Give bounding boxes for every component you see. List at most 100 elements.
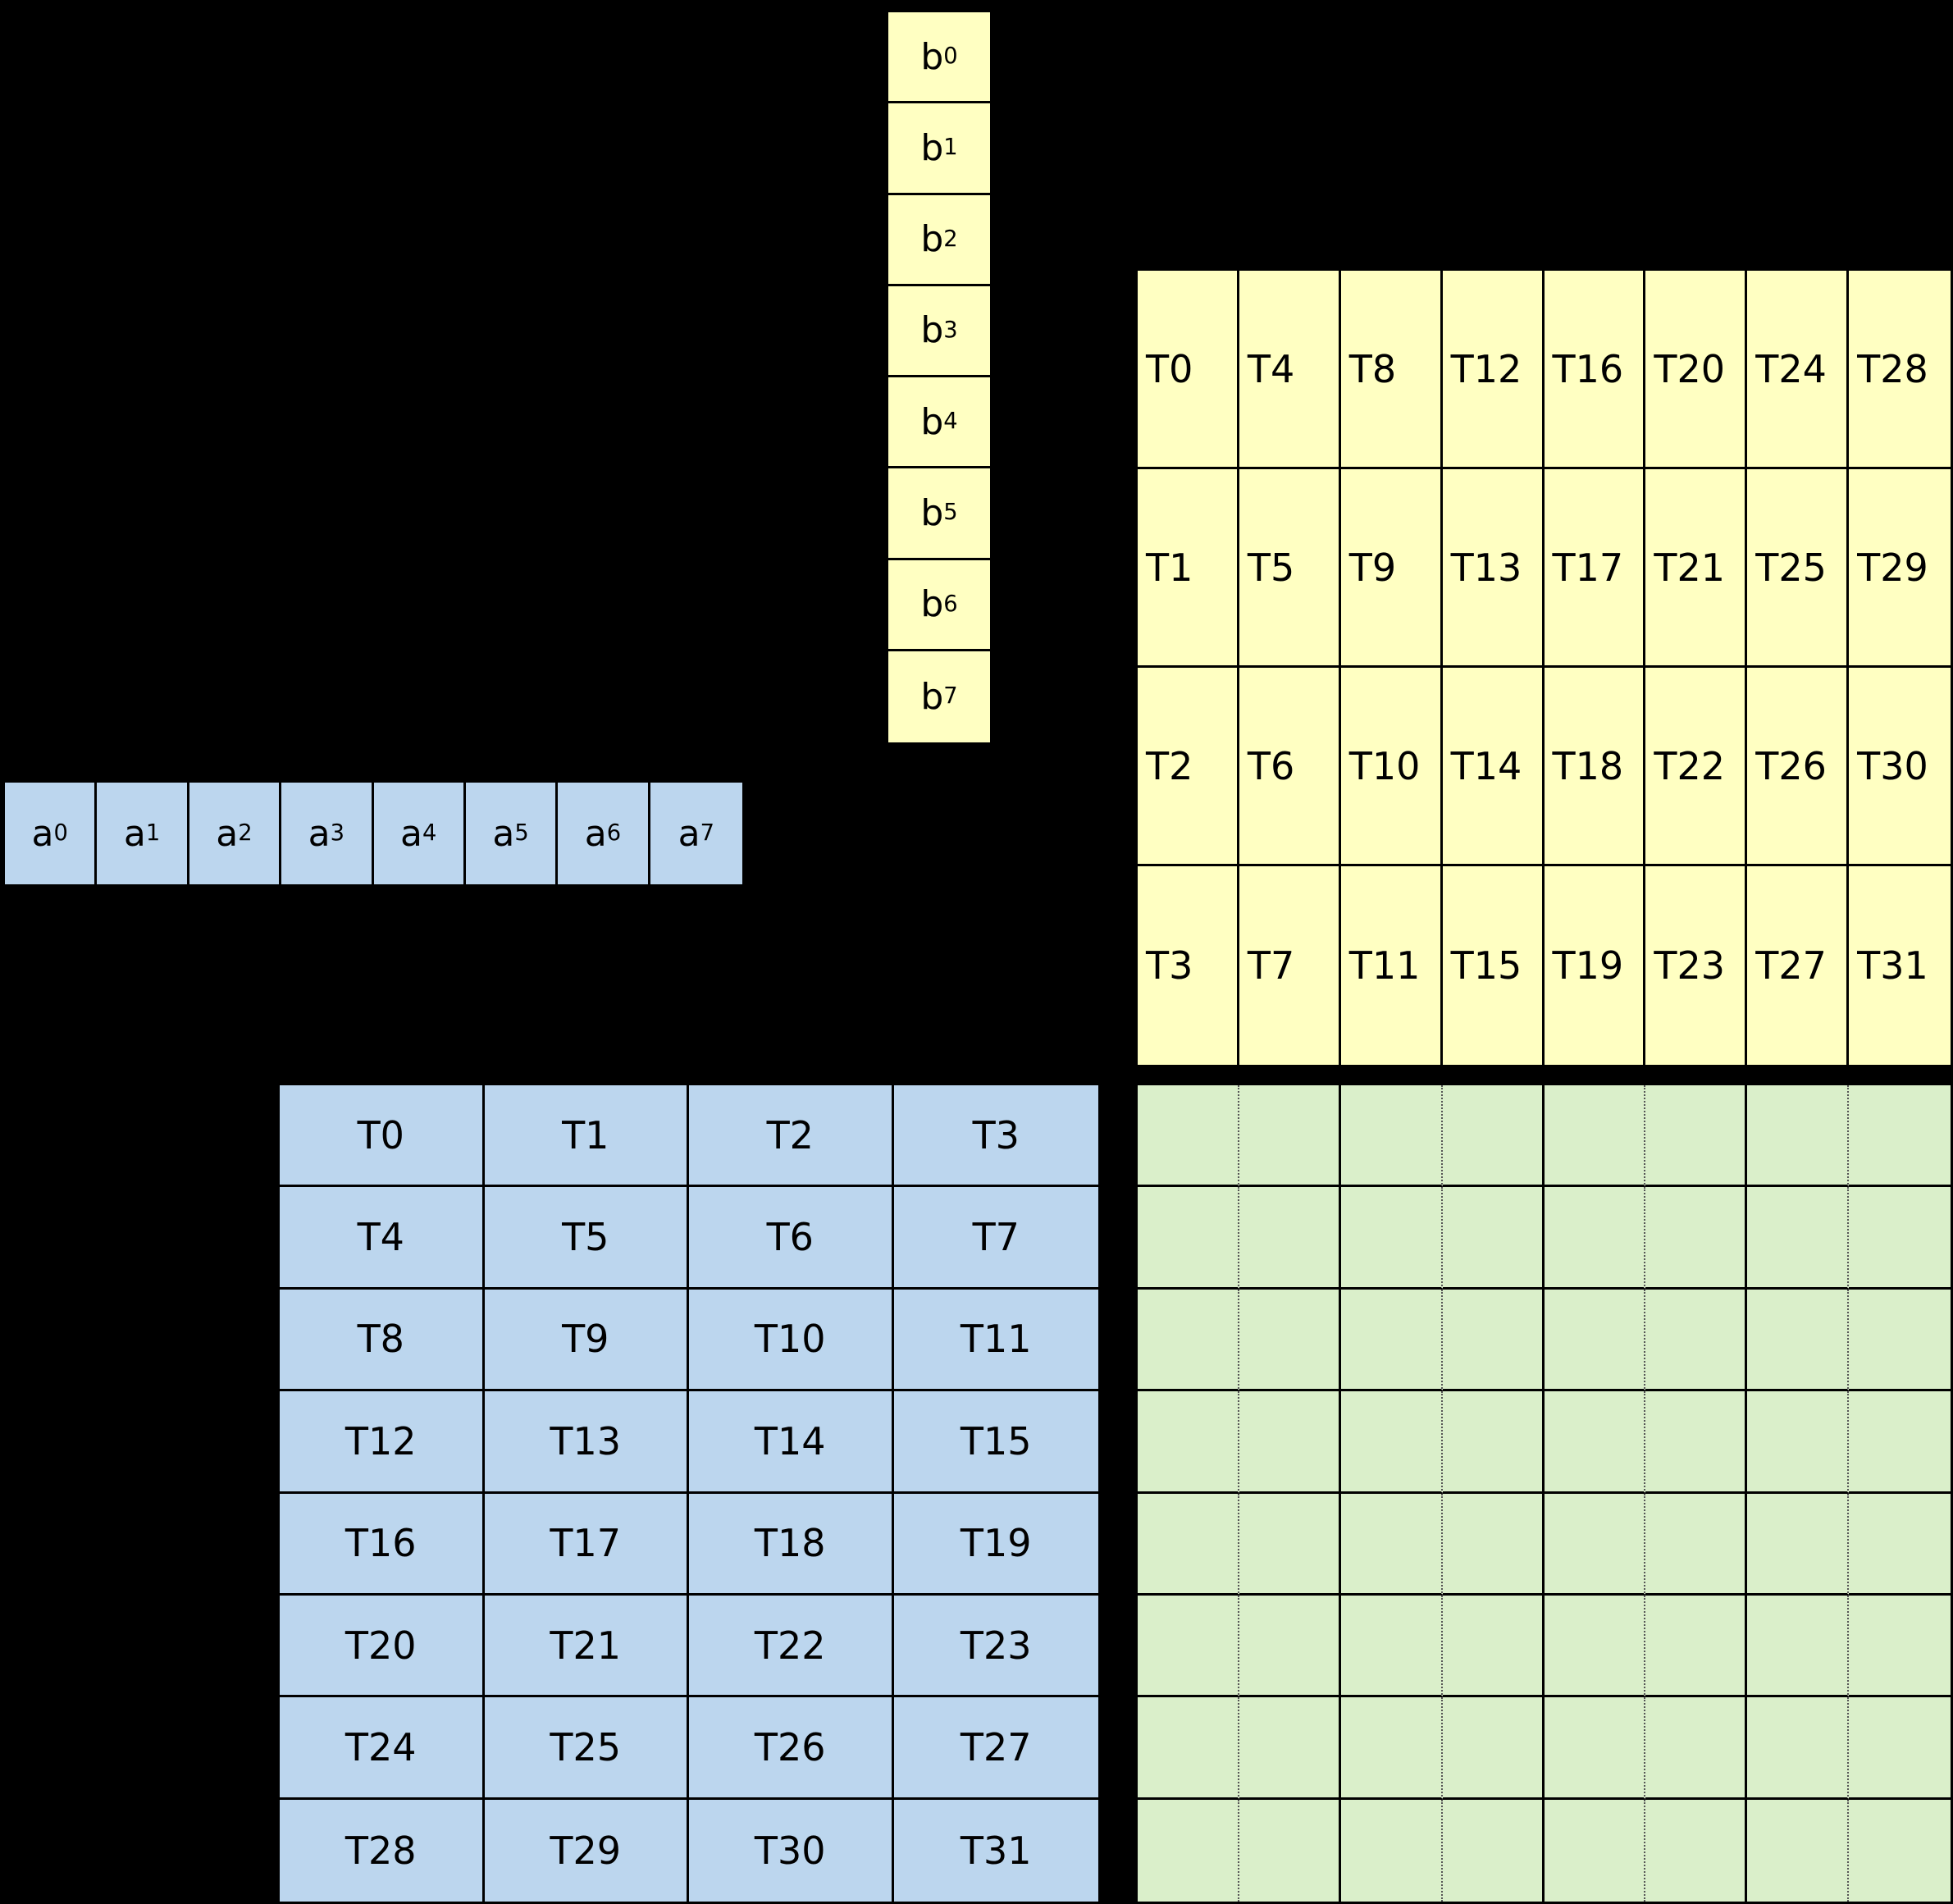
output-cell-r5c2 bbox=[1340, 1595, 1443, 1698]
output-cell-r5c6 bbox=[1747, 1595, 1850, 1698]
output-cell-r4c7 bbox=[1849, 1494, 1951, 1596]
output-cell-r5c4 bbox=[1544, 1595, 1646, 1698]
thread-cell-T8: T8 bbox=[1340, 271, 1443, 469]
thread-cell-T19: T19 bbox=[893, 1494, 1098, 1596]
thread-cell-T15: T15 bbox=[1443, 866, 1545, 1065]
output-cell-r6c3 bbox=[1442, 1697, 1545, 1800]
output-cell-r5c7 bbox=[1849, 1596, 1951, 1698]
output-cell-r6c5 bbox=[1645, 1697, 1748, 1800]
thread-cell-T15: T15 bbox=[893, 1391, 1098, 1494]
thread-cell-T9: T9 bbox=[1340, 469, 1443, 668]
output-cell-r1c4 bbox=[1544, 1187, 1646, 1290]
thread-cell-T20: T20 bbox=[280, 1595, 485, 1698]
thread-cell-T26: T26 bbox=[1747, 668, 1850, 866]
thread-cell-T26: T26 bbox=[689, 1697, 894, 1800]
output-cell-r4c3 bbox=[1442, 1493, 1545, 1596]
thread-cell-T12: T12 bbox=[280, 1391, 485, 1494]
output-cell-r0c7 bbox=[1849, 1085, 1951, 1188]
thread-cell-T18: T18 bbox=[1544, 668, 1646, 866]
output-cell-r1c6 bbox=[1747, 1187, 1850, 1290]
output-cell-r0c6 bbox=[1747, 1085, 1850, 1188]
output-cell-r6c2 bbox=[1340, 1697, 1443, 1800]
output-cell-r0c0 bbox=[1138, 1085, 1239, 1188]
thread-cell-T31: T31 bbox=[960, 1828, 1032, 1873]
thread-cell-T10: T10 bbox=[689, 1289, 894, 1392]
output-cell-r3c5 bbox=[1645, 1391, 1748, 1494]
thread-cell-T11: T11 bbox=[1341, 866, 1443, 1065]
thread-cell-T6: T6 bbox=[1239, 668, 1341, 866]
output-cell-r7c1 bbox=[1239, 1799, 1341, 1902]
output-cell-r7c4 bbox=[1545, 1799, 1646, 1902]
output-cell-r5c3 bbox=[1442, 1595, 1545, 1698]
thread-cell-T28: T28 bbox=[280, 1799, 485, 1902]
output-cell-r4c5 bbox=[1645, 1493, 1748, 1596]
thread-cell-T19: T19 bbox=[1545, 866, 1646, 1065]
thread-cell-T12: T12 bbox=[1442, 271, 1545, 469]
output-cell-r0c5 bbox=[1645, 1085, 1748, 1188]
output-cell-r0c3 bbox=[1442, 1085, 1545, 1188]
thread-cell-T14: T14 bbox=[1442, 668, 1545, 866]
output-cell-r7c2 bbox=[1341, 1799, 1443, 1902]
output-cell-r6c1 bbox=[1239, 1697, 1341, 1800]
output-cell-r2c2 bbox=[1340, 1289, 1443, 1392]
output-cell-r5c5 bbox=[1645, 1595, 1748, 1698]
thread-cell-T0: T0 bbox=[1138, 271, 1239, 469]
output-cell-r7c5 bbox=[1645, 1799, 1748, 1902]
thread-cell-T7: T7 bbox=[893, 1187, 1098, 1290]
output-cell-r4c1 bbox=[1239, 1493, 1341, 1596]
thread-cell-T4: T4 bbox=[280, 1187, 485, 1290]
thread-cell-T25: T25 bbox=[484, 1697, 689, 1800]
thread-cell-T23: T23 bbox=[1645, 866, 1748, 1065]
thread-cell-T0: T0 bbox=[280, 1085, 485, 1188]
thread-cell-T24: T24 bbox=[280, 1697, 485, 1800]
thread-cell-T29: T29 bbox=[1849, 469, 1951, 668]
thread-cell-T9: T9 bbox=[484, 1289, 689, 1392]
output-cell-r3c7 bbox=[1849, 1391, 1951, 1494]
output-cell-r3c4 bbox=[1544, 1391, 1646, 1494]
output-cell-r6c7 bbox=[1849, 1697, 1951, 1800]
thread-cell-T10: T10 bbox=[1340, 668, 1443, 866]
thread-cell-T27: T27 bbox=[1747, 866, 1850, 1065]
output-cell-r4c2 bbox=[1340, 1493, 1443, 1596]
output-cell-r0c4 bbox=[1544, 1085, 1646, 1188]
output-cell-r1c7 bbox=[1849, 1187, 1951, 1290]
output-cell-r3c6 bbox=[1747, 1391, 1850, 1494]
output-cell-r2c7 bbox=[1849, 1290, 1951, 1392]
output-cell-r1c3 bbox=[1442, 1187, 1545, 1290]
thread-cell-T30: T30 bbox=[1849, 668, 1951, 866]
thread-cell-T3: T3 bbox=[893, 1085, 1098, 1188]
thread-cell-T11: T11 bbox=[893, 1290, 1098, 1392]
output-cell-r6c6 bbox=[1747, 1697, 1850, 1800]
thread-cell-T22: T22 bbox=[689, 1595, 894, 1698]
thread-cell-T4: T4 bbox=[1239, 271, 1341, 469]
thread-cell-T1: T1 bbox=[1138, 469, 1239, 668]
output-cell-r7c6 bbox=[1747, 1799, 1850, 1902]
thread-cell-T31: T31 bbox=[1857, 943, 1928, 988]
output-cell-r2c3 bbox=[1442, 1289, 1545, 1392]
thread-cell-T21: T21 bbox=[1645, 469, 1748, 668]
thread-cell-T8: T8 bbox=[280, 1289, 485, 1392]
output-cell-r5c1 bbox=[1239, 1595, 1341, 1698]
thread-cell-T16: T16 bbox=[1544, 271, 1646, 469]
thread-cell-T28: T28 bbox=[1849, 271, 1951, 469]
output-cell-r7c0 bbox=[1138, 1799, 1239, 1902]
thread-cell-T17: T17 bbox=[1544, 469, 1646, 668]
thread-cell-T30: T30 bbox=[689, 1799, 894, 1902]
